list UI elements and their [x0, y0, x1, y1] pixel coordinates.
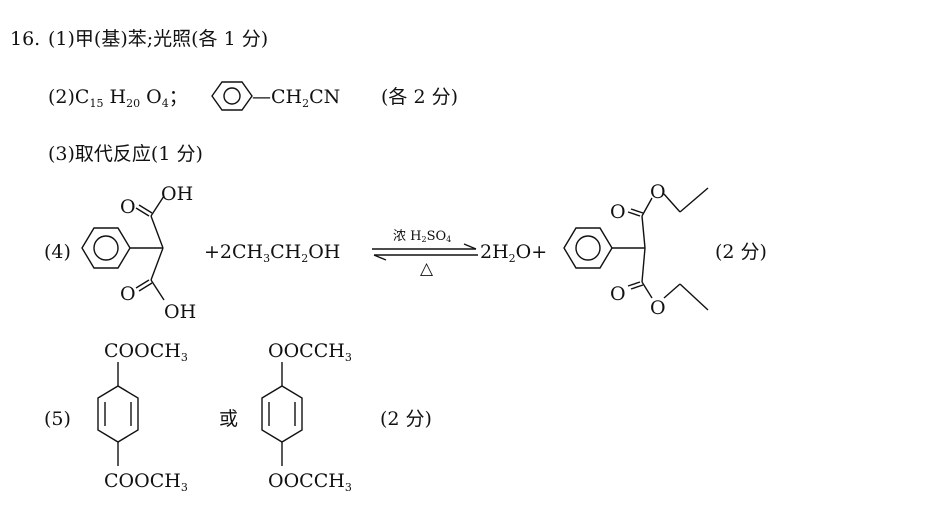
upper-carbonyl-o: O — [610, 201, 626, 223]
structure-b-top-group: OOCCH3 — [268, 340, 352, 364]
ethanol-reactant: +2CH3CH2OH — [204, 241, 341, 265]
structure-a-top-group: COOCH3 — [104, 340, 188, 364]
upper-o-label: O — [120, 196, 136, 218]
structure-b-bottom-group: OOCCH3 — [268, 470, 352, 494]
upper-ester-o: O — [650, 181, 666, 203]
phenylmalonic-acid-structure: O OH O OH — [81, 183, 196, 323]
formula-c: C — [74, 86, 90, 108]
formula-h-count: 20 — [126, 97, 141, 110]
part-4-score: (2 分) — [715, 241, 767, 263]
part-5-label: (5) — [44, 408, 71, 430]
heat-symbol: △ — [420, 259, 434, 279]
top-fragment: — — [100, 0, 119, 8]
part-5-score: (2 分) — [380, 408, 432, 430]
or-word: 或 — [219, 408, 239, 430]
formula-o: O — [146, 86, 162, 108]
lower-carbonyl-o: O — [610, 283, 626, 305]
water-product: 2H2O+ — [480, 241, 548, 265]
separator: ； — [168, 86, 188, 108]
part-2-label: (2) — [48, 86, 75, 108]
lower-o-label: O — [120, 283, 136, 305]
formula-h: H — [109, 86, 127, 108]
para-ring-a — [97, 362, 139, 466]
para-ring-b — [261, 362, 303, 466]
part-4-label: (4) — [44, 241, 71, 263]
part-1-answer: (1)甲(基)苯;光照(各 1 分) — [48, 28, 269, 50]
benzene-ring-p2 — [211, 81, 253, 111]
reversible-arrow — [372, 243, 478, 261]
question-number: 16. — [10, 28, 41, 50]
part-3-answer: (3)取代反应(1 分) — [48, 143, 203, 165]
upper-oh-label: OH — [161, 183, 193, 205]
structure-a-bottom-group: COOCH3 — [104, 470, 188, 494]
benzyl-cyanide-group: —CH2CN — [252, 86, 341, 110]
formula-c-count: 15 — [89, 97, 104, 110]
formula-o-count: 4 — [161, 97, 169, 110]
part-2-answer: (2)C15 H20 O4； — [48, 86, 188, 115]
diethyl-phenylmalonate-structure: O O O O — [563, 181, 709, 319]
catalyst-label: 浓 H2SO4 — [393, 229, 452, 244]
lower-oh-label: OH — [164, 301, 196, 323]
part-2-score: (各 2 分) — [381, 86, 458, 108]
lower-ester-o: O — [650, 297, 666, 319]
